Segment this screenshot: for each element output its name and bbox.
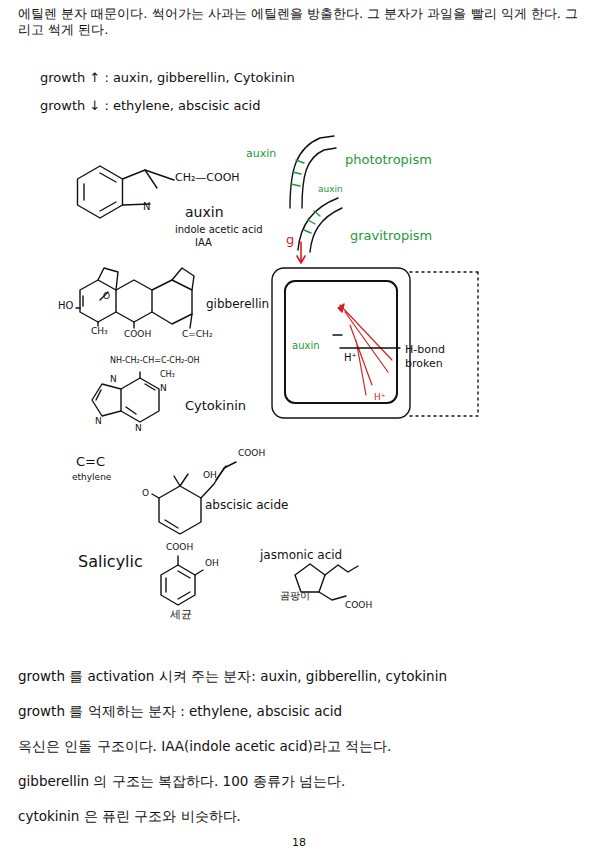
text-line: growth 를 activation 시켜 주는 분자: auxin, gib… — [18, 668, 447, 685]
hormone-name: gibberellin — [206, 297, 269, 312]
atom-label: N — [135, 423, 142, 434]
chemical-group: OH — [203, 470, 217, 481]
note: H-bond broken — [405, 343, 477, 371]
chemical-group: C=CH₂ — [182, 329, 213, 340]
purine-structure — [92, 372, 159, 422]
page-number: 18 — [292, 836, 306, 850]
cell-wall — [272, 268, 478, 418]
chemical-group: CH₂—COOH — [175, 171, 240, 185]
phototropism-shoot — [290, 136, 336, 208]
text-line: cytokinin 은 퓨린 구조와 비슷하다. — [18, 808, 241, 825]
hormone-name: ethylene — [72, 472, 111, 483]
hormone-name: Cytokinin — [185, 398, 246, 414]
text-line: gibberellin 의 구조는 복잡하다. 100 종류가 넘는다. — [18, 773, 345, 790]
paragraph: 에틸렌 분자 때문이다. 썩어가는 사과는 에틸렌을 방출한다. 그 분자가 과… — [18, 6, 583, 39]
hormone-name: auxin — [246, 147, 276, 161]
hormone-name: auxin — [292, 340, 320, 353]
hormone-name: auxin — [185, 204, 224, 222]
tropism-label: gravitropism — [350, 228, 432, 244]
chemical-group: COOH — [124, 329, 151, 340]
gibberellin-structure — [76, 268, 194, 328]
abbreviation: IAA — [195, 237, 212, 250]
atom-label: O — [142, 488, 149, 499]
chemical-group: HO — [58, 300, 73, 313]
atom-label: N — [160, 383, 167, 394]
chemical-group: CH₃ — [91, 326, 108, 337]
growth-note: growth ↑ : auxin, gibberellin, Cytokinin — [40, 70, 295, 86]
hormone-name: abscisic acide — [205, 498, 288, 513]
hormone-fullname: indole acetic acid — [175, 224, 263, 237]
hormone-name: auxin — [318, 184, 343, 195]
chemical-group: COOH — [238, 448, 265, 459]
salicylic-structure — [161, 556, 203, 605]
chemical-group: CH₃ — [160, 370, 175, 380]
hormone-name: Salicylic — [78, 552, 143, 572]
ion-label: H⁺ — [344, 352, 357, 365]
tropism-label: phototropism — [345, 152, 432, 168]
note: 곰팡이 — [280, 590, 310, 603]
chemical-group: NH-CH₂-CH=C-CH₂-OH — [110, 356, 200, 366]
chemical-group: COOH — [345, 600, 372, 611]
ion-label: H⁺ — [374, 392, 386, 403]
hormone-name: jasmonic acid — [260, 548, 342, 563]
chemical-formula: C=C — [76, 454, 105, 470]
growth-note: growth ↓ : ethylene, abscisic acid — [40, 98, 260, 114]
chemical-group: COOH — [166, 542, 193, 553]
text-line: growth 를 억제하는 분자 : ethylene, abscisic ac… — [18, 703, 342, 720]
indole-structure — [78, 166, 175, 218]
atom-label: N — [95, 416, 102, 427]
atom-label: N — [110, 374, 117, 385]
note: 세균 — [170, 608, 192, 622]
text-line: 옥신은 인돌 구조이다. IAA(indole acetic acid)라고 적… — [18, 738, 391, 755]
gravitropism-shoot — [297, 198, 342, 263]
atom-label: N — [143, 201, 150, 214]
atom-label: O — [103, 291, 110, 302]
chemical-group: OH — [205, 558, 219, 569]
gravity-label: g — [286, 232, 294, 248]
